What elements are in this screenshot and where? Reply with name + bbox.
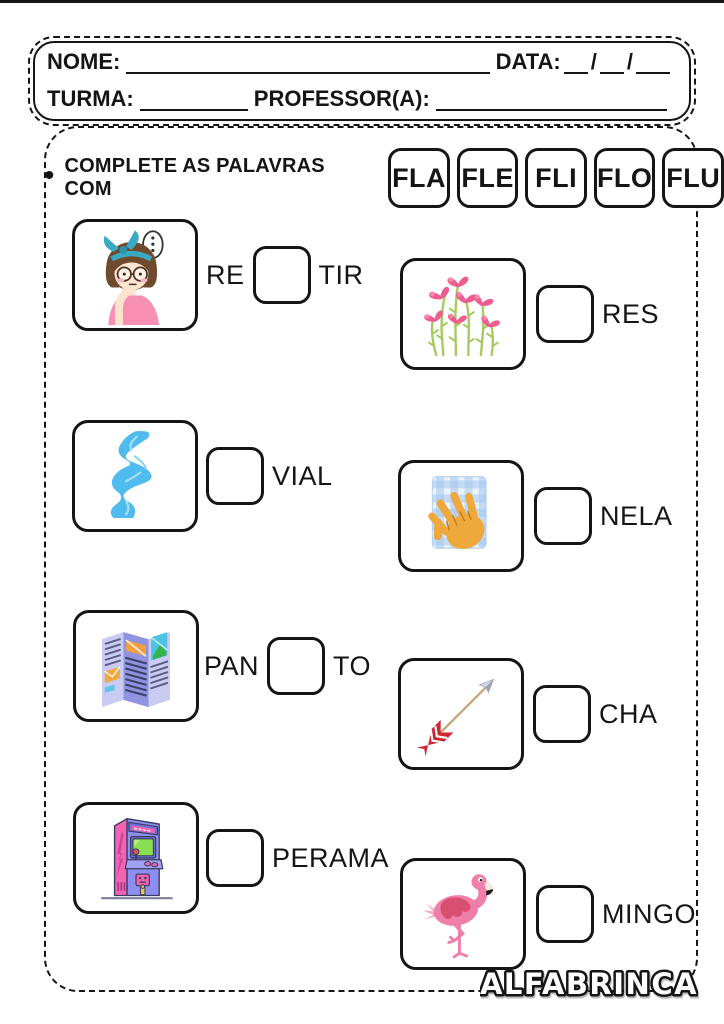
picture-card-flecha [398,658,524,770]
word-suffix-flores: RES [602,298,660,329]
picture-card-panfleto [73,610,199,722]
syllable-card-fli: FLI [525,148,587,208]
answer-box-flamingo[interactable] [536,885,594,943]
exercise-item-flamingo: MINGO [400,858,699,970]
answer-box-flanela[interactable] [534,487,592,545]
arrow-icon [416,678,495,757]
picture-card-flanela [398,460,524,572]
exercise-item-refletir: RE TIR [72,219,367,331]
word-suffix-flanela: NELA [600,500,673,531]
page-top-edge [0,0,724,3]
word-suffix-fluvial: VIAL [272,460,333,491]
brand-logo-text: ALFABRINCA [480,967,698,1001]
instruction-label: COMPLETE AS PALAVRAS COM [64,155,325,200]
exercise-item-flecha: CHA [398,658,661,770]
answer-box-refletir[interactable] [252,246,311,304]
instruction-row: • COMPLETE AS PALAVRAS COM FLA FLE FLI F… [44,147,724,209]
word-suffix-flecha: CHA [599,698,658,729]
date-year-line[interactable] [636,52,670,75]
bullet-icon: • [44,159,55,192]
word-suffix-refletir: TIR [318,259,364,290]
syllable-card-fle: FLE [456,148,519,208]
syllable-card-flu: FLU [662,148,724,208]
answer-box-fliperama[interactable] [206,829,264,887]
student-info-header: NOME: DATA: / / TURMA: PROFESSOR(A): [28,36,696,126]
data-label: DATA: [495,49,561,74]
syllable-card-flo: FLO [593,148,656,208]
date-day-line[interactable] [563,52,588,75]
date-slash-1: / [590,49,597,74]
professor-label: PROFESSOR(A): [253,85,430,111]
picture-card-fliperama [73,802,199,914]
picture-card-fluvial [72,420,198,532]
nome-label: NOME: [47,49,121,74]
exercise-item-panfleto: PAN TO [73,610,374,722]
turma-field-line[interactable] [139,89,248,111]
flamingo-icon [422,874,494,959]
student-info-inner-frame: NOME: DATA: / / TURMA: PROFESSOR(A): [33,41,691,121]
answer-box-flecha[interactable] [533,685,591,743]
flannel-cloth-icon [428,476,487,550]
word-suffix-fliperama: PERAMA [272,842,390,873]
word-suffix-panfleto: TO [333,650,372,681]
word-suffix-flamingo: MINGO [602,898,696,929]
exercise-item-flores: RES [400,258,662,370]
professor-field-line[interactable] [435,89,667,111]
thinking-girl-icon [103,230,164,325]
syllable-card-fla: FLA [388,148,450,208]
word-prefix-panfleto: PAN [204,650,260,681]
exercise-item-fliperama: PERAMA [73,802,392,914]
turma-label: TURMA: [47,85,134,111]
arcade-machine-icon [100,818,173,900]
exercise-item-fluvial: VIAL [72,420,336,532]
word-prefix-refletir: RE [206,259,245,290]
answer-box-fluvial[interactable] [206,447,264,505]
exercise-item-flanela: NELA [398,460,676,572]
date-slash-2: / [626,49,633,74]
date-month-line[interactable] [599,52,624,75]
river-icon [110,431,152,518]
pamphlet-icon [102,632,170,708]
picture-card-refletir [72,219,198,331]
picture-card-flores [400,258,526,370]
brand-logo: ALFABRINCA [480,965,698,1004]
answer-box-flores[interactable] [536,285,594,343]
picture-card-flamingo [400,858,526,970]
flowers-icon [423,275,501,357]
answer-box-panfleto[interactable] [267,637,326,695]
nome-field-line[interactable] [126,52,490,75]
